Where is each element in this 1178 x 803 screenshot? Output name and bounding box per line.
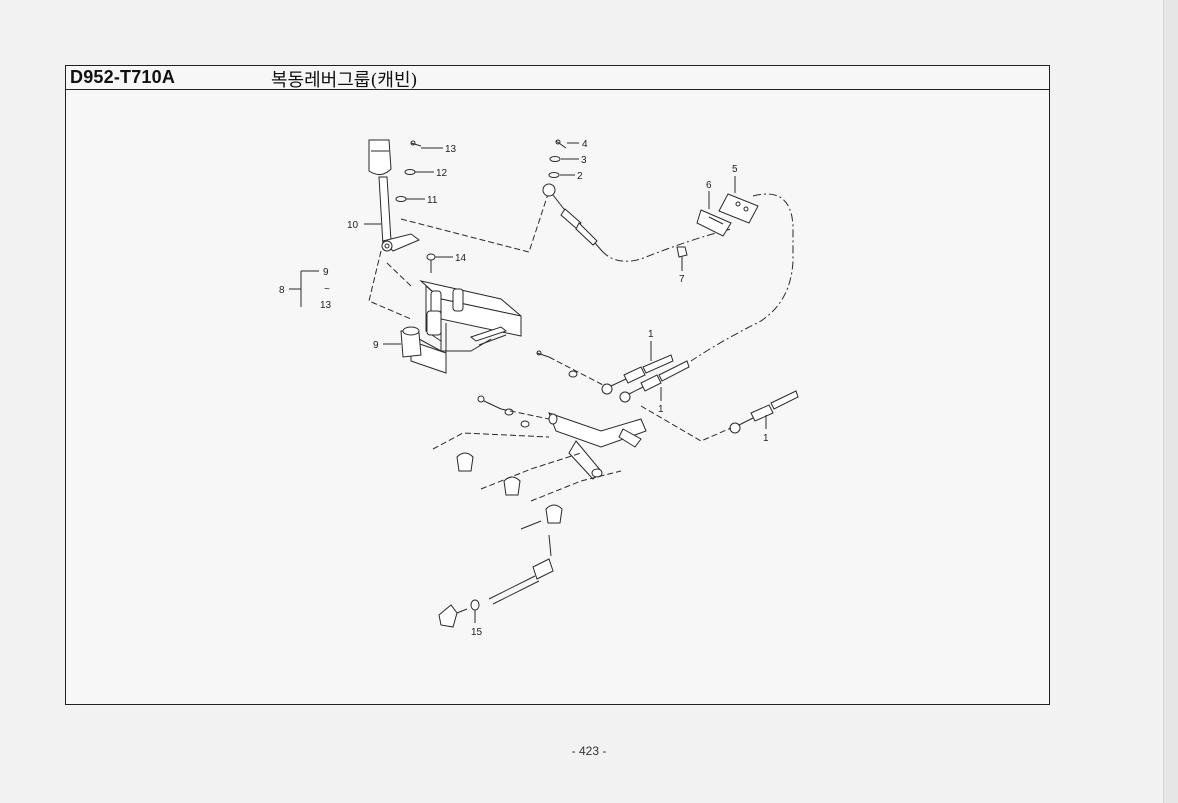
- nut-7: [676, 246, 688, 271]
- clamp-b: [503, 476, 521, 496]
- callout-12: 12: [436, 168, 448, 179]
- callout-1-c: 1: [763, 433, 769, 444]
- page-edge: [1163, 0, 1178, 803]
- callout-3: 3: [581, 155, 587, 166]
- callout-8: 8: [279, 285, 285, 296]
- callout-1-a: 1: [648, 329, 654, 340]
- bolt-14: [426, 253, 453, 273]
- cable-bracket-5: [718, 176, 759, 224]
- washer-12: [404, 169, 416, 175]
- callout-range-tilde: ~: [324, 284, 330, 295]
- lever-knob: [368, 139, 392, 175]
- callout-1-b: 1: [658, 404, 664, 415]
- part-code: D952-T710A: [70, 67, 176, 87]
- callout-9-range-start: 9: [323, 267, 329, 278]
- pin-13: [410, 140, 422, 147]
- callout-11: 11: [427, 195, 438, 206]
- callout-4: 4: [582, 139, 588, 150]
- diagram-header: D952-T710A 복동레버그룹(캐빈): [66, 66, 1049, 91]
- control-cable-lower-c: [729, 390, 799, 434]
- clip-pin: [536, 350, 578, 378]
- callout-6: 6: [706, 180, 712, 191]
- parts-diagram-frame: D952-T710A 복동레버그룹(캐빈): [65, 65, 1050, 705]
- callout-10: 10: [347, 220, 359, 231]
- shift-lever: [378, 176, 420, 252]
- callout-13-range-end: 13: [320, 300, 332, 311]
- callout-9: 9: [373, 340, 379, 351]
- callout-14: 14: [455, 253, 467, 264]
- washer-3: [549, 156, 561, 162]
- group-title: 복동레버그룹(캐빈): [271, 70, 418, 91]
- clip-plate-6: [696, 191, 732, 237]
- control-cable-lower-a: [601, 341, 674, 395]
- adjust-rod: [488, 534, 554, 605]
- callout-7: 7: [679, 274, 685, 285]
- washer-11: [395, 196, 407, 202]
- valve-block-assembly: [410, 280, 522, 374]
- callout-2: 2: [577, 171, 583, 182]
- callout-13: 13: [445, 144, 457, 155]
- clamp-a: [456, 452, 474, 472]
- bolt-stack: [477, 395, 530, 428]
- exploded-view-drawing: 13 12 11 10 4 3 2 5 6 7 14 9 8 ~ 13 9 1 …: [279, 139, 799, 638]
- callout-15: 15: [471, 627, 483, 638]
- lever-linkage: [548, 412, 647, 480]
- knob-15: [438, 599, 480, 628]
- control-cable-lower-b: [619, 360, 690, 403]
- clamp-c: [545, 504, 563, 524]
- pin-4: [555, 139, 567, 149]
- washer-2: [548, 172, 560, 178]
- page-number: - 423 -: [571, 744, 607, 758]
- callout-5: 5: [732, 164, 738, 175]
- knob-9: [383, 326, 422, 358]
- control-cable-upper: [542, 183, 603, 252]
